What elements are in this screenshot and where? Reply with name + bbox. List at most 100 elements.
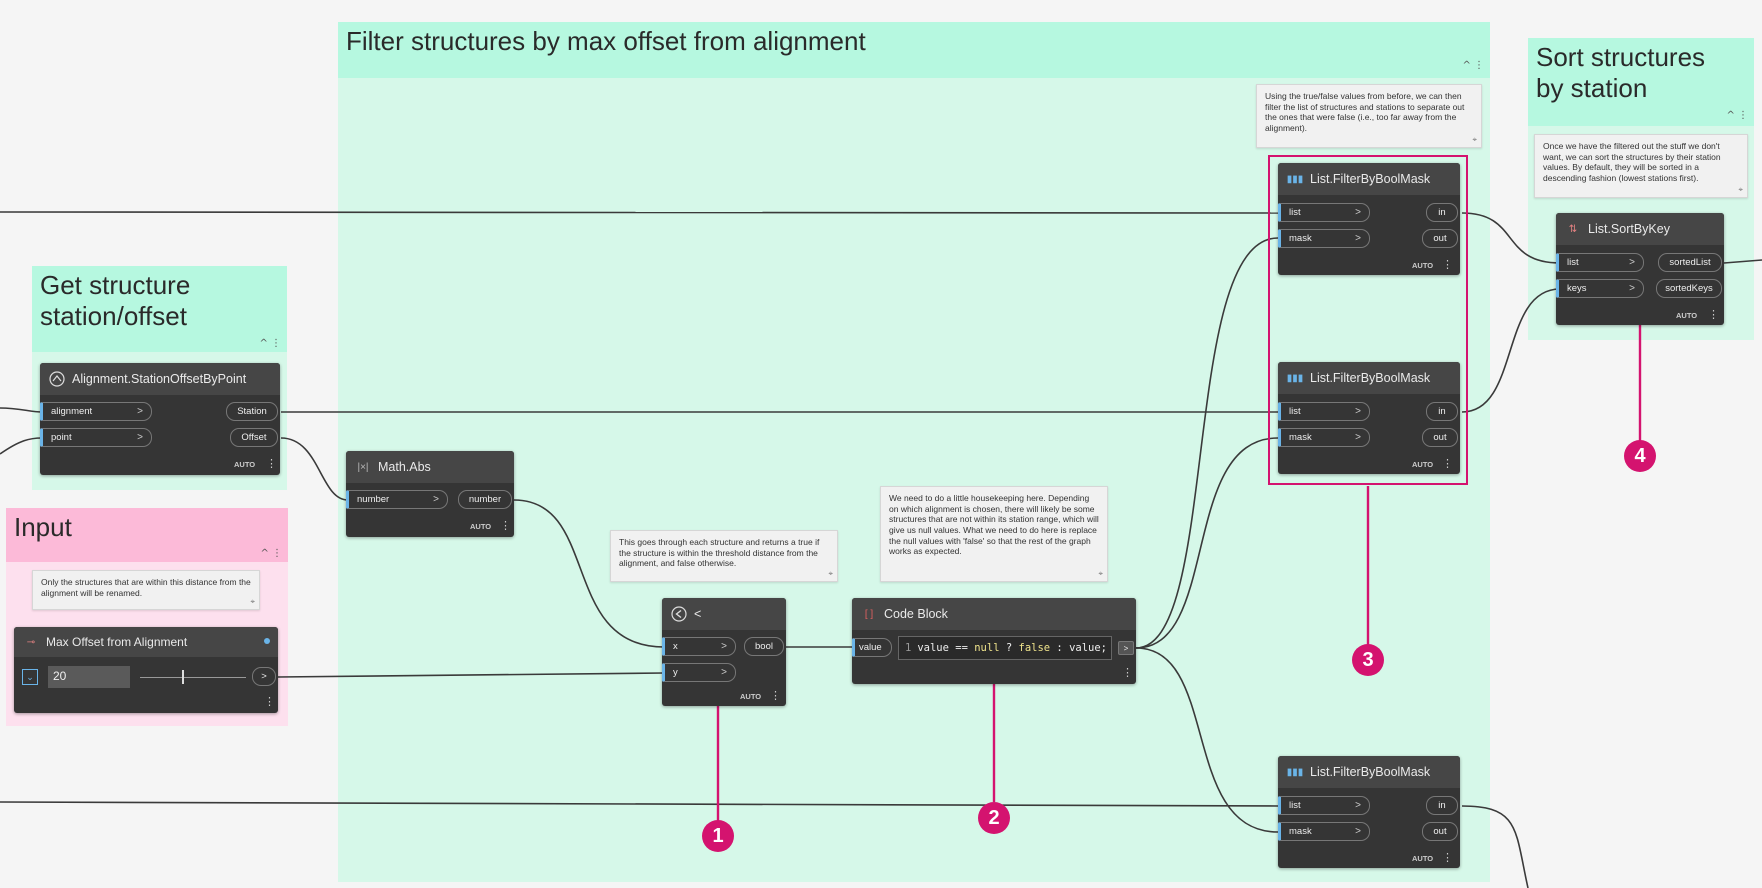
note-sort[interactable]: Once we have the filtered out the stuff … [1534,134,1748,198]
status-dot [264,638,270,644]
note-input[interactable]: Only the structures that are within this… [32,570,260,610]
group-collapse-icon[interactable]: ^ ⋮ [259,338,281,349]
port-label: x [673,641,678,652]
node-menu-icon[interactable]: ⋮ [1442,259,1453,271]
slider-value-input[interactable]: 20 [48,666,130,688]
chevron-right-icon: > [1629,257,1635,268]
lacing-label[interactable]: AUTO [740,692,762,701]
node-menu-icon[interactable]: ⋮ [500,520,511,532]
output-port-slider[interactable]: > [252,667,276,686]
group-station-title: Get structure station/offset [40,270,191,332]
node-menu-icon[interactable]: ⋮ [266,458,277,470]
output-port-out[interactable]: out [1422,229,1458,248]
node-title: < [694,607,702,621]
chevron-right-icon: > [1355,207,1361,218]
code-block-icon: [ ] [864,608,874,620]
port-label: number [357,494,390,505]
lacing-label[interactable]: AUTO [1412,261,1434,270]
wire-code-to-mask2 [1135,437,1279,649]
port-label: Station [237,406,267,417]
wire-in3-out [1461,805,1529,888]
output-port-number[interactable]: number [458,490,512,509]
node-filter-by-bool-mask-2[interactable]: ▮▮▮ List.FilterByBoolMask list> mask> in… [1278,362,1460,474]
input-port-list[interactable]: list> [1278,203,1370,222]
input-port-alignment[interactable]: alignment> [40,402,152,421]
group-collapse-icon[interactable]: ^ ⋮ [1462,60,1484,71]
input-port-mask[interactable]: mask> [1278,428,1370,447]
output-port-bool[interactable]: bool [744,637,784,656]
input-port-mask[interactable]: mask> [1278,229,1370,248]
code-token: value == [917,642,975,654]
port-label: in [1438,800,1446,811]
node-filter-by-bool-mask-3[interactable]: ▮▮▮ List.FilterByBoolMask list> mask> in… [1278,756,1460,868]
less-than-icon [670,606,688,622]
group-filter-title: Filter structures by max offset from ali… [346,26,866,56]
node-menu-icon[interactable]: ⋮ [1122,667,1133,679]
node-title: List.SortByKey [1588,222,1670,236]
input-port-point[interactable]: point> [40,428,152,447]
input-port-number[interactable]: number> [346,490,448,509]
output-port-sorted-list[interactable]: sortedList [1658,253,1722,272]
input-port-mask[interactable]: mask> [1278,822,1370,841]
note-text: Only the structures that are within this… [41,577,251,598]
wire-code-to-mask3 [1135,647,1279,833]
lacing-label[interactable]: AUTO [234,460,256,469]
output-port-station[interactable]: Station [226,402,278,421]
output-port-offset[interactable]: Offset [230,428,278,447]
input-port-list[interactable]: list> [1556,253,1644,272]
alignment-node-icon [48,371,66,387]
wire-left-list-1 [0,211,1279,214]
callout-1: 1 [702,820,734,852]
input-port-list[interactable]: list> [1278,402,1370,421]
output-port-sorted-keys[interactable]: sortedKeys [1656,279,1722,298]
note-text: Using the true/false values from before,… [1265,91,1465,133]
node-slider[interactable]: ⊸ Max Offset from Alignment ⌄ 20 > ⋮ [14,627,278,713]
lacing-label[interactable]: AUTO [1412,854,1434,863]
group-input-title: Input [14,512,72,542]
input-port-x[interactable]: x> [662,637,736,656]
wire-left-point [0,437,43,455]
node-menu-icon[interactable]: ⋮ [264,696,275,708]
slider-track[interactable] [140,677,246,678]
lacing-label[interactable]: AUTO [1412,460,1434,469]
node-less-than[interactable]: < x> y> bool AUTO ⋮ [662,598,786,706]
output-port-code[interactable]: > [1118,641,1134,655]
input-port-list[interactable]: list> [1278,796,1370,815]
node-menu-icon[interactable]: ⋮ [1442,852,1453,864]
math-abs-icon: |×| [357,461,369,473]
input-port-keys[interactable]: keys> [1556,279,1644,298]
lacing-label[interactable]: AUTO [470,522,492,531]
lacing-label[interactable]: AUTO [1676,311,1698,320]
output-port-out[interactable]: out [1422,428,1458,447]
callout-2: 2 [978,802,1010,834]
note-filter-mask[interactable]: Using the true/false values from before,… [1256,84,1482,148]
group-collapse-icon[interactable]: ^ ⋮ [1726,110,1748,121]
wire-left-alignment [0,407,43,413]
input-port-y[interactable]: y> [662,663,736,682]
chevron-right-icon: > [721,667,727,678]
output-port-in[interactable]: in [1426,402,1458,421]
node-menu-icon[interactable]: ⋮ [770,690,781,702]
node-station-offset[interactable]: Alignment.StationOffsetByPoint alignment… [40,363,280,475]
port-label: in [1438,406,1446,417]
port-label: sortedKeys [1665,283,1713,294]
expand-slider-icon[interactable]: ⌄ [22,669,38,685]
output-port-in[interactable]: in [1426,203,1458,222]
slider-thumb[interactable] [182,670,184,684]
note-code-block[interactable]: We need to do a little housekeeping here… [880,486,1108,582]
node-sort-by-key[interactable]: ⇅ List.SortByKey list> keys> sortedList … [1556,213,1724,325]
output-port-out[interactable]: out [1422,822,1458,841]
node-filter-by-bool-mask-1[interactable]: ▮▮▮ List.FilterByBoolMask list> mask> in… [1278,163,1460,275]
output-port-in[interactable]: in [1426,796,1458,815]
group-collapse-icon[interactable]: ^ ⋮ [260,548,282,559]
port-label: mask [1289,826,1312,837]
node-menu-icon[interactable]: ⋮ [1442,458,1453,470]
note-less-than[interactable]: This goes through each structure and ret… [610,530,838,582]
node-math-abs[interactable]: |×| Math.Abs number> number AUTO ⋮ [346,451,514,537]
node-menu-icon[interactable]: ⋮ [1708,309,1719,321]
wire-left-list-3 [0,801,1279,807]
input-port-value[interactable]: value [852,638,892,657]
